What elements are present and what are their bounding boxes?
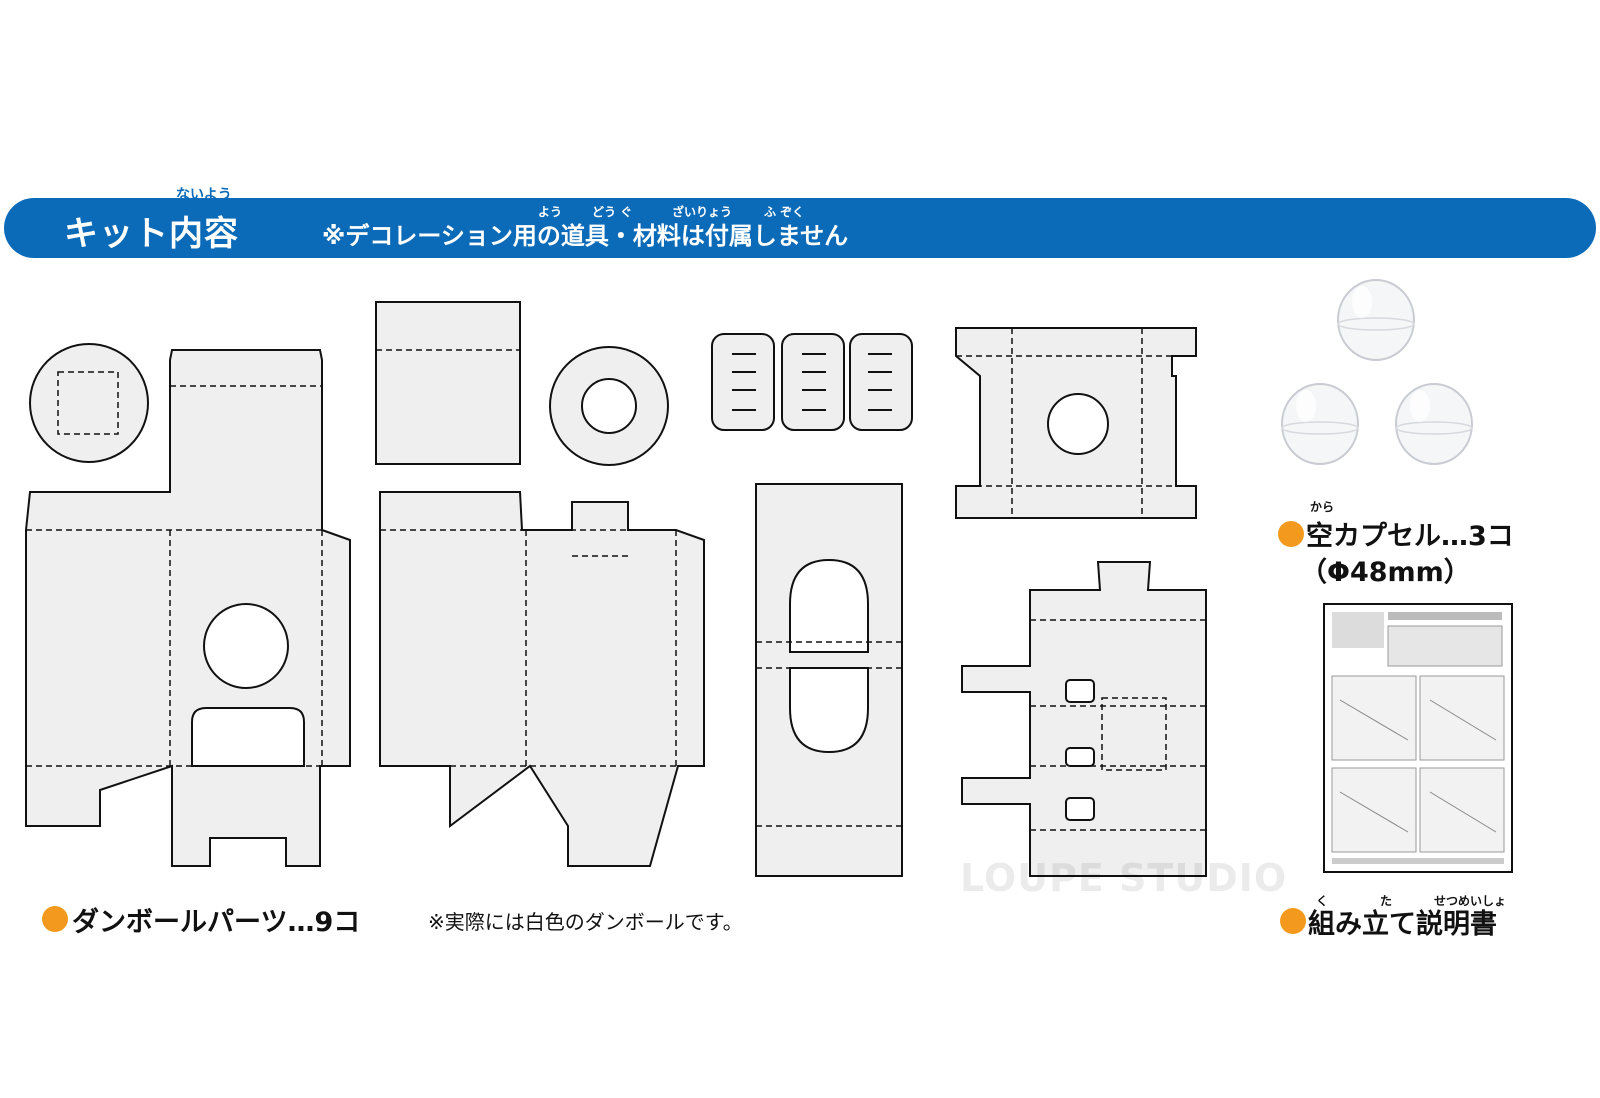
capsule-size: （Φ48mm） xyxy=(1300,557,1471,588)
part-mechanism-panel xyxy=(961,561,1207,877)
capsule-bullet xyxy=(1278,521,1304,547)
watermark-text: LOUPE STUDIO xyxy=(960,856,1288,900)
manual-ruby-3: せつめいしょ xyxy=(1434,894,1507,908)
capsule-3 xyxy=(1395,383,1473,465)
capsule-label: 空カプセル…3コ xyxy=(1306,521,1514,552)
header-note: ※デコレーション用の道具・材料は付属しません xyxy=(322,222,849,250)
title-ruby: ないよう xyxy=(176,187,232,203)
manual-ruby-2: た xyxy=(1380,894,1393,908)
page-title: キット内容 xyxy=(64,214,239,254)
part-tab-3 xyxy=(849,333,913,431)
coin-hole xyxy=(203,603,289,689)
part-round-lid xyxy=(29,343,149,463)
capsule-1 xyxy=(1337,279,1415,361)
cardboard-label: ダンボールパーツ…9コ xyxy=(72,907,361,938)
note-ruby-4: ふ ぞく xyxy=(764,205,805,219)
note-ruby-3: ざいりょう xyxy=(672,205,733,219)
capsule-2 xyxy=(1281,383,1359,465)
note-ruby-2: どう ぐ xyxy=(592,205,633,219)
header-banner xyxy=(4,198,1596,258)
capsule-ruby: から xyxy=(1310,500,1335,514)
part-tab-2 xyxy=(781,333,845,431)
part-square-panel xyxy=(375,301,521,465)
manual-ruby-1: く xyxy=(1316,894,1329,908)
part-tab-1 xyxy=(711,333,775,431)
manual-thumbnail xyxy=(1323,603,1513,873)
part-side-panel xyxy=(379,491,705,867)
capsule-group xyxy=(1281,279,1473,465)
cardboard-note: ※実際には白色のダンボールです。 xyxy=(428,910,743,934)
outlet-hole xyxy=(191,707,305,767)
manual-label: 組み立て説明書 xyxy=(1308,909,1497,940)
note-ruby-1: よう xyxy=(538,205,563,219)
cardboard-bullet xyxy=(42,906,68,932)
manual-bullet xyxy=(1280,908,1306,934)
